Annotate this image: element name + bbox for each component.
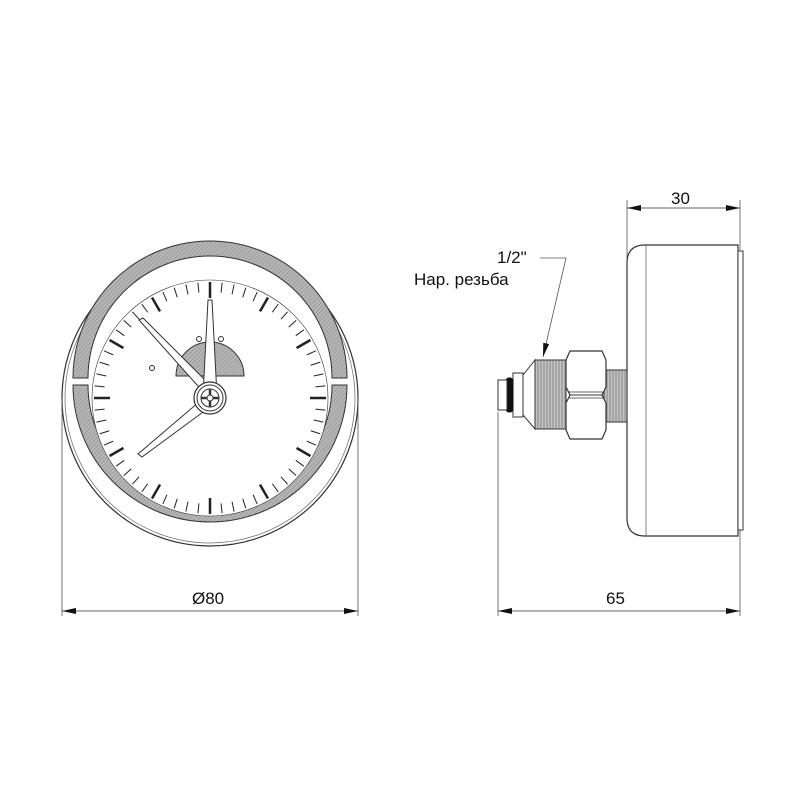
diameter-dimension xyxy=(61,398,359,616)
minor-tick xyxy=(123,320,132,328)
minor-tick xyxy=(313,373,324,377)
major-tick xyxy=(150,296,162,313)
minor-tick xyxy=(231,501,235,512)
minor-tick xyxy=(288,468,297,476)
minor-tick xyxy=(115,459,125,467)
minor-tick xyxy=(231,284,235,295)
major-tick xyxy=(258,296,270,313)
minor-tick xyxy=(252,291,258,302)
major-tick xyxy=(108,338,125,350)
minor-tick xyxy=(310,430,321,435)
minor-tick xyxy=(185,284,189,295)
side-view xyxy=(497,244,744,537)
small-dot xyxy=(149,365,155,371)
minor-tick xyxy=(220,282,223,293)
minor-tick xyxy=(173,287,178,298)
minor-tick xyxy=(315,385,326,388)
front-view xyxy=(61,240,359,547)
minor-tick xyxy=(99,430,110,435)
half-inch-thread xyxy=(534,359,567,430)
screw-left-icon xyxy=(196,336,202,342)
depth-label: 30 xyxy=(671,189,690,208)
minor-tick xyxy=(295,329,305,337)
dial-ticks xyxy=(94,282,326,514)
thread-size-label: 1/2" xyxy=(497,248,527,267)
hub-center xyxy=(206,394,214,402)
minor-tick xyxy=(306,350,317,356)
minor-tick xyxy=(115,329,125,337)
case-body xyxy=(626,244,739,537)
minor-tick xyxy=(197,282,200,293)
minor-tick xyxy=(132,311,140,320)
minor-tick xyxy=(271,483,279,493)
minor-tick xyxy=(252,494,258,505)
minor-tick xyxy=(132,476,140,485)
minor-tick xyxy=(96,373,107,377)
minor-tick xyxy=(162,291,168,302)
minor-tick xyxy=(103,350,114,356)
nozzle-tip xyxy=(497,379,508,411)
minor-tick xyxy=(99,361,110,366)
minor-tick xyxy=(280,311,288,320)
length-dimension xyxy=(497,412,741,616)
minor-tick xyxy=(295,459,305,467)
minor-tick xyxy=(280,476,288,485)
minor-tick xyxy=(242,498,247,509)
minor-tick xyxy=(94,408,105,411)
minor-tick xyxy=(96,419,107,423)
minor-tick xyxy=(123,468,132,476)
minor-tick xyxy=(185,501,189,512)
rear-thread xyxy=(603,369,628,423)
thread-callout-leader xyxy=(540,257,567,358)
minor-tick xyxy=(315,408,326,411)
major-tick xyxy=(258,483,270,500)
minor-tick xyxy=(310,361,321,366)
minor-tick xyxy=(313,419,324,423)
minor-tick xyxy=(306,440,317,446)
bezel-rim xyxy=(737,250,744,531)
collar xyxy=(512,372,524,418)
screw-right-icon xyxy=(218,336,224,342)
minor-tick xyxy=(173,498,178,509)
depth-dimension xyxy=(626,200,741,260)
minor-tick xyxy=(220,503,223,514)
minor-tick xyxy=(141,483,149,493)
thread-type-label: Нар. резьба xyxy=(414,270,509,289)
minor-tick xyxy=(94,385,105,388)
minor-tick xyxy=(271,303,279,313)
minor-tick xyxy=(288,320,297,328)
minor-tick xyxy=(242,287,247,298)
major-tick xyxy=(150,483,162,500)
major-tick xyxy=(295,446,312,458)
major-tick xyxy=(108,446,125,458)
minor-tick xyxy=(162,494,168,505)
minor-tick xyxy=(103,440,114,446)
overall-length-label: 65 xyxy=(606,589,625,608)
diameter-label: Ø80 xyxy=(192,589,225,608)
thread-chamfer xyxy=(522,358,536,431)
minor-tick xyxy=(141,303,149,313)
minor-tick xyxy=(197,503,200,514)
major-tick xyxy=(295,338,312,350)
